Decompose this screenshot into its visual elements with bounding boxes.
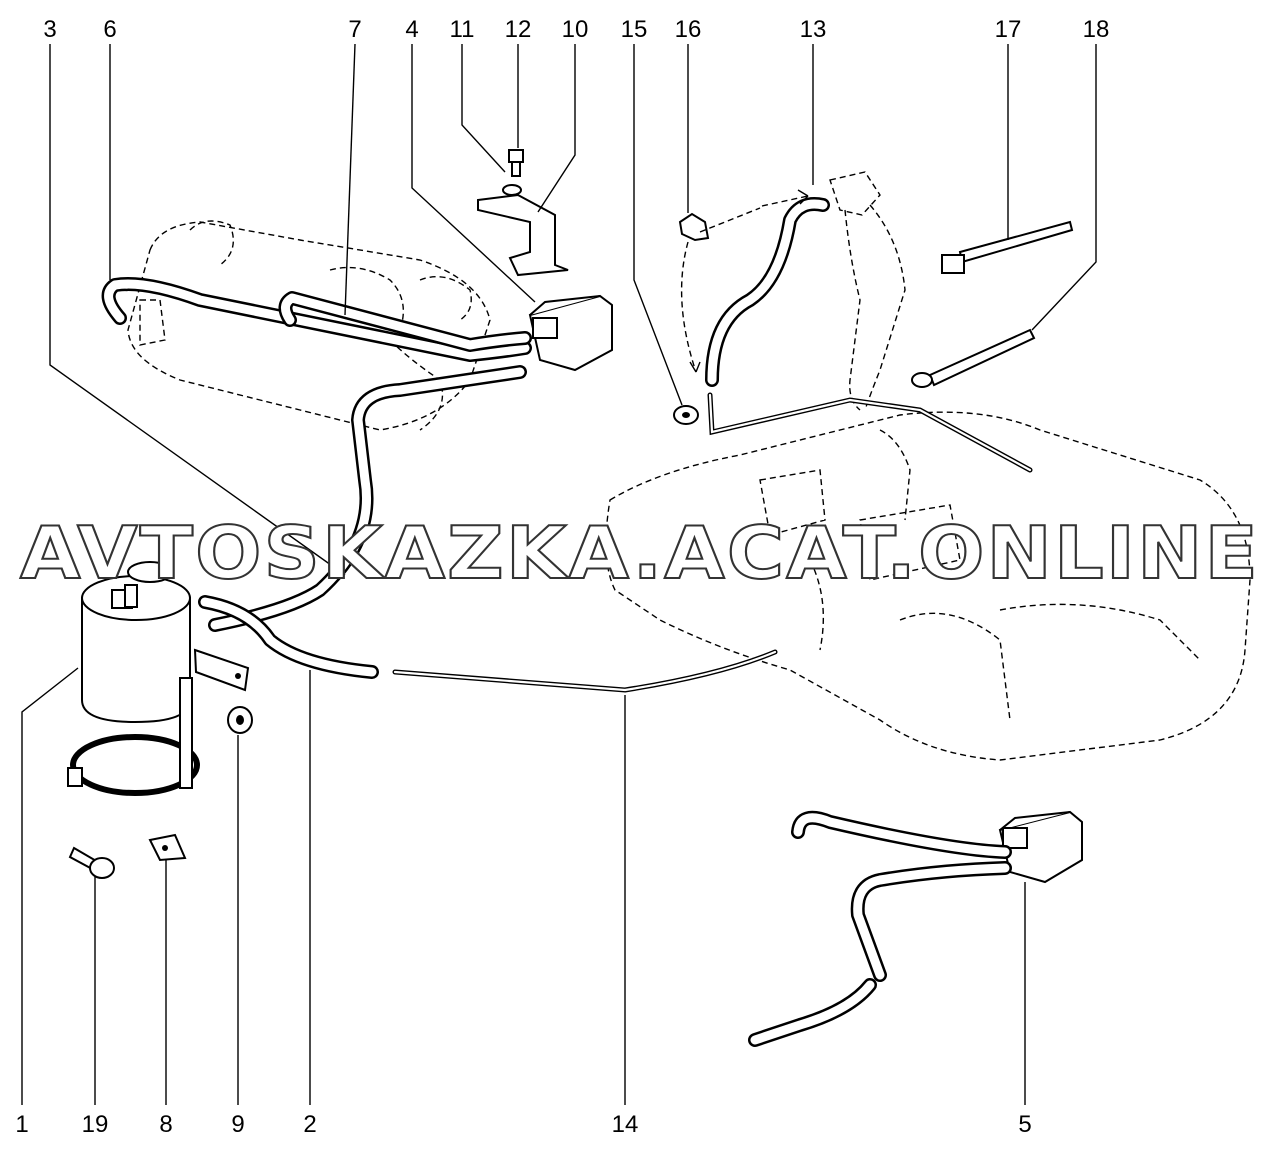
valve-5-hoses [748,810,1012,1047]
grommet-9 [227,706,253,734]
callout-2: 2 [303,1111,316,1138]
leader-lines [21,43,1097,1105]
bolt-19 [68,846,115,879]
callout-16: 16 [675,16,702,43]
callout-labels: 3 6 7 4 11 12 10 15 16 13 17 18 1 19 8 9… [15,16,1109,1138]
callout-18: 18 [1083,16,1110,43]
callout-5: 5 [1018,1111,1031,1138]
callout-19: 19 [82,1111,109,1138]
washer-11 [502,184,522,196]
hose-13 [705,197,830,387]
callout-14: 14 [612,1111,639,1138]
callout-10: 10 [562,16,589,43]
bracket-10 [477,193,569,277]
clip-16 [678,189,809,373]
callout-4: 4 [405,16,418,43]
cable-tie-18 [911,328,1036,388]
grommet-15 [673,405,699,425]
hose-7 [278,291,532,352]
callout-12: 12 [505,16,532,43]
cable-tie-17 [941,220,1074,274]
tube-14 [392,649,778,693]
filler-neck [829,171,906,411]
hose-3 [208,365,527,632]
callout-9: 9 [231,1111,244,1138]
callout-8: 8 [159,1111,172,1138]
hose-2 [198,595,379,679]
callout-3: 3 [43,16,56,43]
callout-6: 6 [103,16,116,43]
valve-5 [998,810,1083,884]
adsorber-canister [81,561,191,724]
watermark-text: AVTOSKAZKA.ACAT.ONLINE [20,511,1260,595]
callout-15: 15 [621,16,648,43]
hose-6 [101,277,532,362]
valve-4 [528,294,613,372]
fuel-tank-outline [605,411,1251,761]
callout-13: 13 [800,16,827,43]
bolt-12 [508,149,524,177]
callout-7: 7 [348,16,361,43]
callout-17: 17 [995,16,1022,43]
canister-bracket [67,648,250,862]
callout-11: 11 [450,16,475,43]
vent-tube [707,392,1033,473]
callout-1: 1 [15,1111,28,1138]
